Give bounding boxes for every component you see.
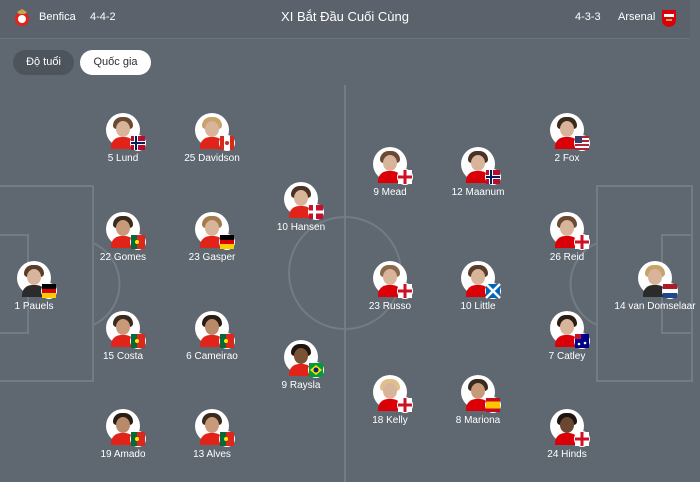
norway-flag-icon [130,135,146,151]
denmark-flag-icon [308,204,324,220]
player-photo [19,263,49,297]
player-name: 22 Gomes [99,252,147,263]
scotland-flag-icon [485,283,501,299]
england-flag-icon [574,431,590,447]
player-name: 23 Gasper [188,252,236,263]
portugal-flag-icon [130,234,146,250]
player-name: 5 Lund [107,153,139,164]
player-name: 18 Kelly [372,415,408,426]
player-name: 24 Hinds [547,449,587,460]
player-name: 10 Hansen [276,222,326,233]
pitch: 5 Lund 25 Davidson 22 Gomes 23 Gasper 10… [0,85,696,482]
portugal-flag-icon [219,333,235,349]
player-photo [286,184,316,218]
player-name: 19 Amado [100,449,146,460]
page-title: XI Bắt Đầu Cuối Cùng [281,9,409,24]
player-name: 6 Cameirao [186,351,238,362]
player-name: 9 Raysla [281,380,321,391]
england-flag-icon [397,169,413,185]
player-name: 7 Catley [548,351,586,362]
netherlands-flag-icon [662,283,678,299]
away-formation: 4-3-3 [575,11,601,23]
brazil-flag-icon [308,362,324,378]
lineup-header: Benfica 4-4-2 XI Bắt Đầu Cuối Cùng 4-3-3… [0,0,690,39]
player-photo [286,342,316,376]
player-name: 1 Pauels [14,301,54,312]
usa-flag-icon [574,135,590,151]
player-name: 26 Reid [549,252,585,263]
portugal-flag-icon [219,431,235,447]
norway-flag-icon [485,169,501,185]
player-name: 23 Russo [368,301,412,312]
england-flag-icon [574,234,590,250]
germany-flag-icon [219,234,235,250]
home-formation: 4-4-2 [90,11,116,23]
home-team-name: Benfica [39,11,76,23]
player-name: 9 Mead [373,187,407,198]
germany-flag-icon [41,283,57,299]
canada-flag-icon [219,135,235,151]
spain-flag-icon [485,397,501,413]
player-name: 13 Alves [193,449,231,460]
benfica-crest-icon [15,9,29,26]
player-name: 25 Davidson [184,153,240,164]
player-name: 14 van Domselaar [614,301,696,312]
player-photo [640,263,670,297]
player-name: 10 Little [460,301,496,312]
australia-flag-icon [574,333,590,349]
player-photo [552,313,582,347]
tab-nationality[interactable]: Quốc gia [80,50,151,75]
portugal-flag-icon [130,431,146,447]
player-name: 15 Costa [102,351,144,362]
arsenal-crest-icon [662,10,676,27]
england-flag-icon [397,397,413,413]
player-name: 2 Fox [554,153,580,164]
away-team-name: Arsenal [618,11,656,23]
player-name: 12 Maanum [451,187,505,198]
player-photo [197,411,227,445]
player-photo [375,263,405,297]
england-flag-icon [397,283,413,299]
portugal-flag-icon [130,333,146,349]
player-name: 8 Mariona [455,415,501,426]
tab-age[interactable]: Độ tuổi [13,50,74,75]
